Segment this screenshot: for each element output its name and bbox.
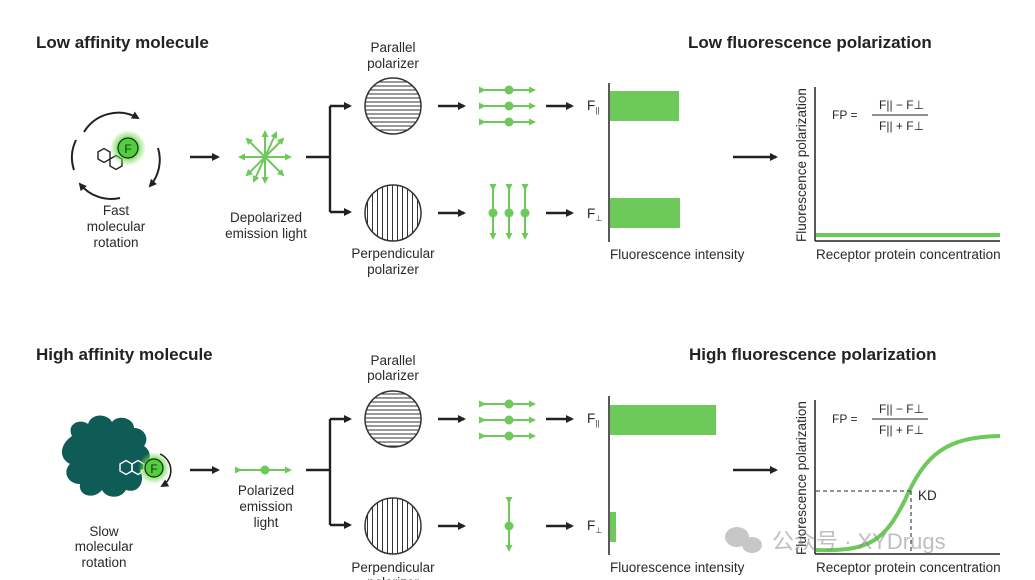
emission-label-high-1: Polarized (238, 483, 294, 498)
panel-low-affinity: Low affinity molecule Low fluorescence p… (36, 33, 1001, 277)
low-affinity-title: Low affinity molecule (36, 33, 209, 52)
perpendicular-light-icon (504, 497, 514, 552)
slow-rotation-complex: F Slow molecular rotation (61, 415, 172, 570)
kd-label: KD (918, 488, 937, 503)
parallel-light-icon (479, 399, 536, 441)
panel-high-affinity: High affinity molecule High fluorescence… (36, 345, 1001, 580)
parallel-label-2: polarizer (367, 56, 419, 71)
f-perp-label-high: F⊥ (587, 518, 602, 535)
rotation-label-1: Fast (103, 203, 130, 218)
low-fp-title: Low fluorescence polarization (688, 33, 932, 52)
fast-rotation-molecule: F Fast molecular rotation (71, 111, 161, 250)
perp-label-high-1: Perpendicular (351, 560, 435, 575)
watermark-text: 公众号 · XYDrugs (772, 529, 946, 554)
parallel-light-icon (479, 85, 536, 127)
bar-fpar-high (610, 405, 716, 435)
curve-xlabel: Receptor protein concentration (816, 247, 1001, 262)
parallel-polarizer-icon (364, 77, 422, 135)
perpendicular-polarizer-icon (364, 497, 422, 555)
svg-text:F|| + F⊥: F|| + F⊥ (879, 423, 924, 437)
perp-label-high-2: polarizer (367, 575, 419, 580)
perp-label-1: Perpendicular (351, 246, 435, 261)
parallel-label-high-2: polarizer (367, 368, 419, 383)
wechat-icon (725, 527, 762, 553)
svg-text:F|| − F⊥: F|| − F⊥ (879, 402, 924, 416)
svg-text:F|| − F⊥: F|| − F⊥ (879, 98, 924, 112)
curve-xlabel-high: Receptor protein concentration (816, 560, 1001, 575)
receptor-protein-icon (61, 415, 150, 497)
rotation-label-2: molecular (87, 219, 146, 234)
fluorophore-letter-high: F (150, 462, 157, 476)
parallel-polarizer-icon (364, 390, 422, 448)
emission-label-high-3: light (254, 515, 279, 530)
bar-xlabel-high: Fluorescence intensity (610, 560, 745, 575)
fluorophore-letter: F (124, 142, 131, 156)
perpendicular-polarizer-icon (364, 184, 422, 242)
branch-connector-high (306, 415, 352, 529)
parallel-label-1: Parallel (370, 40, 415, 55)
perpendicular-light-icon (488, 184, 530, 240)
high-affinity-title: High affinity molecule (36, 345, 213, 364)
emission-label-1: Depolarized (230, 210, 302, 225)
bar-fperp (610, 198, 680, 228)
sigmoid-fp-curve (815, 434, 1001, 553)
watermark: 公众号 · XYDrugs (725, 527, 946, 554)
f-par-label: F|| (587, 98, 599, 115)
perp-label-2: polarizer (367, 262, 419, 277)
branch-connector (306, 102, 352, 216)
depolarized-light-icon (238, 130, 292, 184)
polarized-light-icon (235, 465, 292, 475)
rotation-label-3: rotation (93, 235, 138, 250)
emission-label-high-2: emission (239, 499, 292, 514)
fp-formula: FP = F|| − F⊥ F|| + F⊥ (832, 98, 928, 133)
bar-fperp-high (610, 512, 616, 542)
rotation-label-high-3: rotation (81, 555, 126, 570)
svg-text:F|| + F⊥: F|| + F⊥ (879, 119, 924, 133)
rotation-label-high-2: molecular (75, 539, 134, 554)
emission-label-2: emission light (225, 226, 307, 241)
rotation-label-high-1: Slow (89, 524, 119, 539)
bar-xlabel: Fluorescence intensity (610, 247, 745, 262)
fp-formula-high: FP = F|| − F⊥ F|| + F⊥ (832, 402, 928, 437)
f-par-label-high: F|| (587, 411, 599, 428)
f-perp-label: F⊥ (587, 206, 602, 223)
svg-text:FP =: FP = (832, 412, 857, 426)
curve-ylabel-high: Fluorescence polarization (794, 401, 809, 555)
curve-ylabel: Fluorescence polarization (794, 88, 809, 242)
high-fp-title: High fluorescence polarization (689, 345, 937, 364)
bar-fpar (610, 91, 679, 121)
svg-text:FP =: FP = (832, 108, 857, 122)
parallel-label-high-1: Parallel (370, 353, 415, 368)
